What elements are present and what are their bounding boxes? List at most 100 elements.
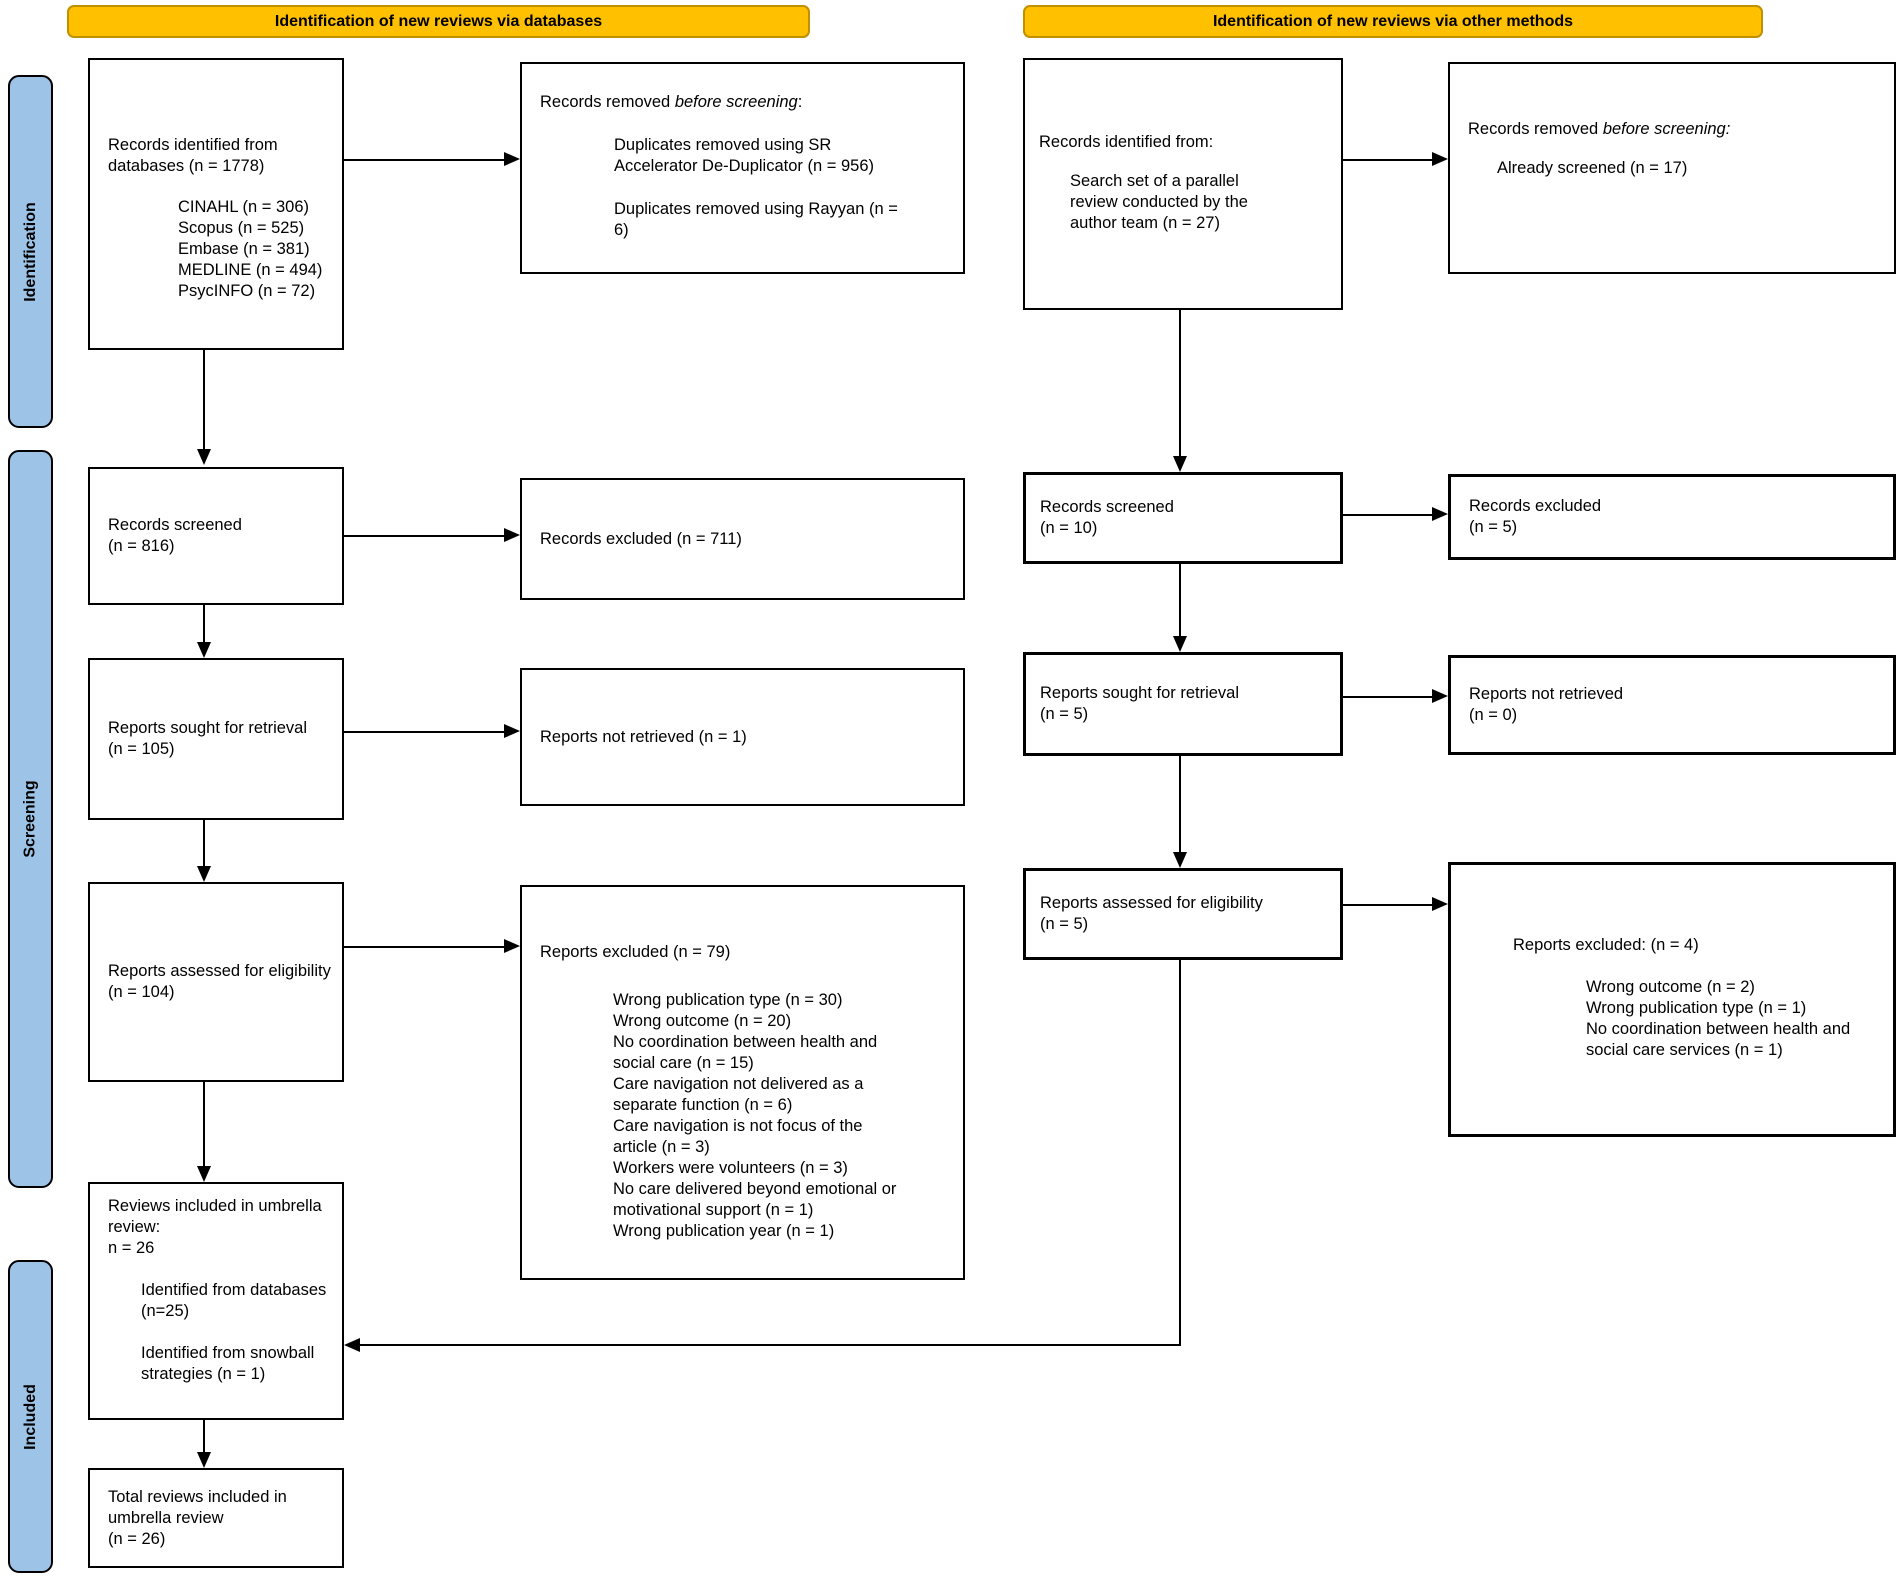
phase-screening-label: Screening <box>21 780 39 858</box>
phase-included-label: Included <box>21 1383 39 1450</box>
box-records-screened-other: Records screened (n = 10) <box>1023 472 1343 564</box>
box-reports-excluded-other: Reports excluded: (n = 4) Wrong outcome … <box>1448 862 1896 1137</box>
list-item: Duplicates removed using Rayyan (n = 6) <box>614 200 898 239</box>
list-item: MEDLINE (n = 494) <box>178 261 323 279</box>
arrow-down-icon <box>197 1452 211 1468</box>
arrow-right-icon <box>1432 152 1448 166</box>
arrow-down-icon <box>197 866 211 882</box>
list-item: Wrong publication type (n = 30) <box>613 991 843 1009</box>
box-text-line: Total reviews included in <box>108 1487 287 1506</box>
list-item: Care navigation not delivered as a separ… <box>613 1075 864 1114</box>
box-title: Records removed before screening: <box>1468 120 1731 138</box>
arrow-line <box>203 350 205 449</box>
list-item: CINAHL (n = 306) <box>178 198 309 216</box>
arrow-line <box>1343 904 1432 906</box>
list-item: Duplicates removed using SR Accelerator … <box>614 136 874 175</box>
list-item: Wrong publication type (n = 1) <box>1586 999 1807 1017</box>
list-item: Scopus (n = 525) <box>178 219 305 237</box>
arrow-line <box>344 535 504 537</box>
header-databases-label: Identification of new reviews via databa… <box>274 12 603 30</box>
arrow-line <box>344 159 504 161</box>
box-text-line: Records excluded <box>1469 497 1602 515</box>
list-item: Wrong outcome (n = 20) <box>613 1012 792 1030</box>
box-text-line: (n = 105) <box>108 740 175 758</box>
box-text-line: (n = 10) <box>1040 519 1098 537</box>
box-text-line: (n = 0) <box>1469 706 1518 724</box>
list-item: No coordination between health and socia… <box>613 1033 878 1072</box>
list-item: Embase (n = 381) <box>178 240 310 258</box>
arrow-down-icon <box>197 642 211 658</box>
list-item: Care navigation is not focus of the arti… <box>613 1117 863 1156</box>
box-text-line: Reviews included in umbrella <box>108 1197 322 1215</box>
arrow-left-icon <box>344 1338 360 1352</box>
arrow-down-icon <box>197 449 211 465</box>
box-text-line: databases (n = 1778) <box>108 157 265 175</box>
phase-screening: Screening <box>8 450 53 1188</box>
list-item: Identified from databases (n=25) <box>141 1281 327 1320</box>
box-reports-not-retrieved-databases: Reports not retrieved (n = 1) <box>520 668 965 806</box>
box-text-line: Reports assessed for eligibility <box>108 962 331 980</box>
arrow-line <box>1179 310 1181 456</box>
list-item: Wrong publication year (n = 1) <box>613 1222 835 1240</box>
box-text-line: (n = 104) <box>108 983 175 1001</box>
box-records-excluded-other: Records excluded (n = 5) <box>1448 474 1896 560</box>
arrow-line <box>203 1420 205 1452</box>
box-records-removed-before-screening-other: Records removed before screening: Alread… <box>1448 62 1896 274</box>
arrow-down-icon <box>1173 636 1187 652</box>
arrow-right-icon <box>1432 689 1448 703</box>
list-item: No coordination between health and socia… <box>1586 1020 1851 1059</box>
box-text-line: (n = 5) <box>1040 915 1089 933</box>
box-reports-sought-other: Reports sought for retrieval (n = 5) <box>1023 652 1343 756</box>
box-title: Records identified from: <box>1039 133 1214 151</box>
arrow-line <box>203 605 205 642</box>
box-title: Records removed before screening: <box>540 93 803 111</box>
header-other-methods: Identification of new reviews via other … <box>1023 5 1763 38</box>
box-text-line: Reports sought for retrieval <box>108 719 308 737</box>
box-text-line: Reports not retrieved <box>1469 685 1624 703</box>
list-item: No care delivered beyond emotional or mo… <box>613 1180 897 1219</box>
box-records-excluded-databases: Records excluded (n = 711) <box>520 478 965 600</box>
list-item: Wrong outcome (n = 2) <box>1586 978 1755 996</box>
arrow-line <box>1179 756 1181 852</box>
phase-identification-label: Identification <box>21 201 39 302</box>
box-text-line: (n = 5) <box>1469 518 1518 536</box>
arrow-right-icon <box>504 939 520 953</box>
arrow-line <box>1179 564 1181 636</box>
arrow-line <box>1343 159 1432 161</box>
arrow-down-icon <box>197 1166 211 1182</box>
list-item: Already screened (n = 17) <box>1497 159 1688 177</box>
box-records-identified-databases: Records identified from databases (n = 1… <box>88 58 344 350</box>
connector-line-vertical <box>1179 960 1181 1346</box>
box-total-reviews-included: Total reviews included in umbrella revie… <box>88 1468 344 1568</box>
box-text-line: Reports not retrieved (n = 1) <box>540 727 747 746</box>
arrow-right-icon <box>504 528 520 542</box>
box-text-line: Records excluded (n = 711) <box>540 529 742 548</box>
arrow-line <box>203 1082 205 1166</box>
arrow-line <box>1343 514 1432 516</box>
box-reports-excluded-databases: Reports excluded (n = 79) Wrong publicat… <box>520 885 965 1280</box>
phase-identification: Identification <box>8 75 53 428</box>
box-text-line: review: <box>108 1218 161 1236</box>
box-records-identified-other: Records identified from: Search set of a… <box>1023 58 1343 310</box>
box-text-line: Reports assessed for eligibility <box>1040 894 1263 912</box>
box-title: Reports excluded: (n = 4) <box>1513 936 1699 954</box>
box-text-line: Records identified from <box>108 136 278 154</box>
phase-included: Included <box>8 1260 53 1573</box>
header-databases: Identification of new reviews via databa… <box>67 5 810 38</box>
box-text-line: (n = 816) <box>108 537 175 555</box>
box-records-screened-databases: Records screened (n = 816) <box>88 467 344 605</box>
connector-line-horizontal <box>360 1344 1181 1346</box>
list-item: Workers were volunteers (n = 3) <box>613 1159 848 1177</box>
box-title: Reports excluded (n = 79) <box>540 943 731 961</box>
box-records-removed-before-screening-databases: Records removed before screening: Duplic… <box>520 62 965 274</box>
arrow-line <box>203 820 205 866</box>
box-text-line: umbrella review <box>108 1508 224 1527</box>
arrow-right-icon <box>1432 507 1448 521</box>
box-text-line: n = 26 <box>108 1239 155 1257</box>
box-text-line: Records screened <box>1040 498 1174 516</box>
arrow-right-icon <box>504 152 520 166</box>
box-reports-sought-databases: Reports sought for retrieval (n = 105) <box>88 658 344 820</box>
box-reports-assessed-databases: Reports assessed for eligibility (n = 10… <box>88 882 344 1082</box>
list-item: Identified from snowball strategies (n =… <box>141 1344 315 1383</box>
box-reviews-included: Reviews included in umbrella review: n =… <box>88 1182 344 1420</box>
